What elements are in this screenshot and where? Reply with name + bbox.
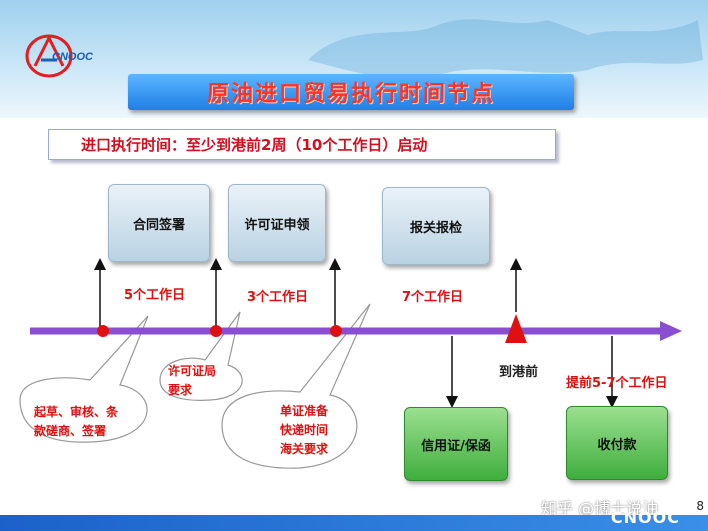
callout-bubble-license bbox=[159, 311, 243, 401]
watermark-text: 知乎 @博士说油 bbox=[541, 499, 659, 518]
callout-documents-text: 单证准备 快递时间 海关要求 bbox=[280, 402, 328, 459]
stage-customs-inspection: 报关报检 bbox=[382, 187, 490, 265]
box-label: 收付款 bbox=[597, 437, 637, 453]
callout-line: 起草、审核、条 bbox=[34, 405, 119, 419]
page-title: 原油进口贸易执行时间节点 bbox=[128, 74, 574, 110]
footer-brand-logo: CNOOC bbox=[610, 508, 680, 527]
payment-timing-label: 提前5-7个工作日 bbox=[566, 376, 668, 391]
callout-line: 单证准备 bbox=[280, 404, 329, 418]
world-map-decoration bbox=[308, 19, 703, 79]
box-label: 信用证/保函 bbox=[421, 438, 491, 454]
callout-line: 要求 bbox=[168, 383, 193, 397]
arrival-label: 到港前 bbox=[499, 365, 539, 380]
box-letter-of-credit: 信用证/保函 bbox=[404, 407, 508, 481]
footer-band: CNOOC bbox=[0, 508, 708, 531]
callout-line: 海关要求 bbox=[280, 442, 329, 456]
stage-label: 报关报检 bbox=[409, 220, 462, 236]
logo-text: CNOOC bbox=[52, 51, 94, 63]
callout-line: 快递时间 bbox=[280, 423, 329, 437]
callout-drafting-text: 起草、审核、条 款磋商、签署 bbox=[34, 403, 118, 441]
interval-label-1: 5个工作日 bbox=[124, 288, 186, 303]
node-arrival-triangle bbox=[505, 314, 527, 343]
stage-license-application: 许可证申领 bbox=[228, 184, 326, 262]
callout-line: 许可证局 bbox=[168, 364, 217, 378]
callout-license-text: 许可证局 要求 bbox=[168, 362, 216, 400]
cnooc-logo-icon: CNOOC bbox=[25, 34, 94, 78]
stage-label: 许可证申领 bbox=[244, 217, 310, 233]
callout-line: 款磋商、签署 bbox=[34, 424, 107, 438]
stage-contract-signing: 合同签署 bbox=[108, 184, 210, 262]
timeline-arrowhead bbox=[660, 321, 682, 341]
stage-label: 合同签署 bbox=[132, 217, 185, 233]
callout-bubble-drafting bbox=[19, 315, 149, 443]
node-customs bbox=[330, 325, 342, 337]
box-payment: 收付款 bbox=[566, 406, 668, 480]
execution-time-banner: 进口执行时间：至少到港前2周（10个工作日）启动 bbox=[48, 129, 556, 160]
page-number: 8 bbox=[696, 499, 704, 513]
interval-label-3: 7个工作日 bbox=[402, 290, 464, 305]
node-contract bbox=[97, 325, 109, 337]
callout-bubble-documents bbox=[221, 303, 371, 469]
interval-label-2: 3个工作日 bbox=[247, 290, 309, 305]
node-license bbox=[210, 325, 222, 337]
